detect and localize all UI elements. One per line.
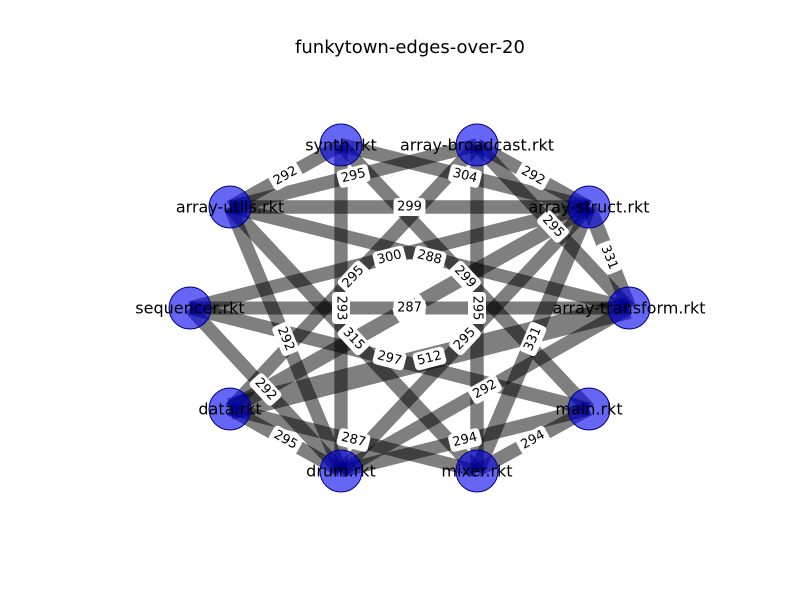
- node-main[interactable]: [567, 387, 611, 431]
- node-mixer[interactable]: [455, 449, 499, 493]
- node-label-broadcast: array-broadcast.rkt: [400, 136, 554, 155]
- node-sequencer[interactable]: [168, 286, 212, 330]
- edge-weight-label: 297: [376, 348, 404, 369]
- edge-label-background: [372, 346, 407, 371]
- node-data[interactable]: [208, 387, 252, 431]
- node-label-utils: array-utils.rkt: [176, 198, 284, 217]
- edge-label: 294: [448, 428, 482, 452]
- edge-label: 304: [448, 164, 482, 188]
- edge-weight-label: 293: [334, 296, 349, 321]
- edge-label-background: [448, 164, 482, 188]
- edge-label: 287: [336, 428, 371, 452]
- edge-label-background: [516, 425, 550, 455]
- edge-weight-label: 304: [451, 166, 479, 187]
- edge-label-background: [337, 322, 370, 356]
- edge-label: 299: [393, 198, 426, 216]
- edge-weight-label: 299: [397, 200, 422, 215]
- edge-weight-label: 295: [470, 296, 485, 321]
- node-label-transform: array-transform.rkt: [552, 299, 705, 318]
- node-struct[interactable]: [567, 185, 611, 229]
- edge-label: 331: [595, 240, 623, 275]
- node-label-main: main.rkt: [555, 400, 622, 419]
- edge-weight-label: 295: [340, 166, 368, 187]
- edge-label-background: [249, 373, 282, 406]
- edge-label-background: [468, 292, 486, 324]
- node-label-mixer: mixer.rkt: [441, 462, 512, 481]
- edge-label-background: [268, 161, 303, 191]
- edge-label-background: [449, 260, 481, 294]
- edge-label: 512: [412, 346, 447, 371]
- nodes-layer: [168, 123, 651, 493]
- node-label-data: data.rkt: [198, 400, 261, 419]
- edge-label-background: [468, 375, 502, 404]
- graph-title: funkytown-edges-over-20: [295, 37, 525, 58]
- node-broadcast[interactable]: [455, 123, 499, 167]
- edge-label: 295: [336, 164, 371, 188]
- edge-label: 331: [519, 322, 547, 356]
- edge-label-background: [412, 245, 447, 270]
- node-label-struct: array-struct.rkt: [528, 198, 649, 217]
- edge-label-background: [272, 322, 299, 356]
- edge-label: 287: [393, 299, 426, 317]
- edge-label-background: [332, 292, 350, 324]
- edge-weight-label: 287: [340, 430, 368, 451]
- edge-label: 292: [272, 322, 299, 356]
- edge-label-background: [449, 322, 481, 356]
- node-utils[interactable]: [208, 185, 252, 229]
- edge-weight-label: 287: [397, 301, 422, 316]
- edge-label-background: [519, 322, 547, 356]
- edge-label-background: [372, 245, 407, 270]
- edge-label: 297: [372, 346, 407, 371]
- node-synth[interactable]: [319, 123, 363, 167]
- node-transform[interactable]: [607, 286, 651, 330]
- node-labels-layer: synth.rkt array-broadcast.rkt array-utils.…: [135, 136, 705, 481]
- edge-weight-label: 512: [416, 348, 444, 369]
- node-label-drum: drum.rkt: [306, 462, 376, 481]
- node-label-sequencer: sequencer.rkt: [135, 299, 244, 318]
- edge-label-background: [448, 428, 482, 452]
- edge-label-background: [516, 161, 550, 191]
- edge-label-background: [537, 210, 569, 243]
- edge-label-background: [595, 240, 623, 275]
- edge-label-background: [393, 299, 426, 317]
- node-label-synth: synth.rkt: [305, 136, 377, 155]
- edge-label-background: [336, 164, 371, 188]
- node-drum[interactable]: [319, 449, 363, 493]
- edge-weight-label: 288: [416, 247, 444, 268]
- edge-label-background: [412, 346, 447, 371]
- edge-label-background: [337, 260, 370, 294]
- edge-label-background: [268, 425, 303, 455]
- edge-label-background: [393, 198, 426, 216]
- edge-label: 300: [372, 245, 407, 270]
- edge-label: 295: [468, 292, 486, 324]
- edge-label: 295: [268, 425, 303, 455]
- edge-label: 293: [332, 292, 350, 324]
- edge-weight-label: 300: [376, 247, 404, 268]
- edge-weight-label: 294: [451, 430, 479, 451]
- edge-label-background: [336, 428, 371, 452]
- edge-label: 288: [412, 245, 447, 270]
